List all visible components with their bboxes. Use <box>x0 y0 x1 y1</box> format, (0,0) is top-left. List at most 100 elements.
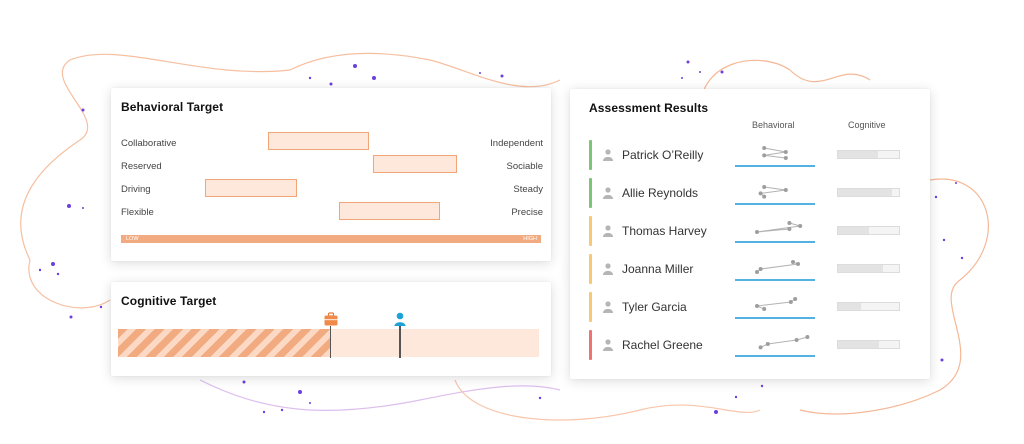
sparkline-point <box>762 146 767 150</box>
trait-right-label: Steady <box>513 184 543 195</box>
scale-high-label: HIGH <box>523 236 537 242</box>
sparkline-point <box>758 191 763 196</box>
sparkline-point <box>798 224 803 228</box>
user-icon <box>603 263 613 275</box>
candidate-name[interactable]: Allie Reynolds <box>622 186 699 200</box>
sparkline-point <box>755 230 759 234</box>
sparkline-path <box>759 186 786 197</box>
sparkline-point <box>805 335 810 339</box>
cognitive-score-fill <box>838 227 869 234</box>
trait-left-label: Collaborative <box>121 138 177 149</box>
sparkline-point <box>788 300 793 304</box>
sparkline-point <box>787 227 792 231</box>
cognitive-score-fill <box>838 341 880 348</box>
person-marker-icon[interactable] <box>393 312 407 326</box>
cognitive-score-bar <box>837 188 900 197</box>
status-indicator <box>589 330 592 360</box>
status-indicator <box>589 292 592 322</box>
cognitive-target-title: Cognitive Target <box>121 294 217 308</box>
sparkline-point <box>758 345 763 350</box>
trait-range-box[interactable] <box>339 202 441 220</box>
cognitive-score-fill <box>838 303 862 310</box>
trait-right-label: Sociable <box>506 161 543 172</box>
sparkline-point <box>783 150 788 154</box>
sparkline-point <box>765 342 770 346</box>
cognitive-score-fill <box>838 265 884 272</box>
person-marker-line <box>399 326 401 358</box>
sparkline-point <box>762 307 767 311</box>
sparkline-point <box>758 267 763 271</box>
cognitive-score-bar <box>837 340 900 349</box>
cognitive-score-bar <box>837 226 900 235</box>
sparkline-point <box>794 338 799 342</box>
briefcase-icon[interactable] <box>324 312 338 326</box>
behavioral-sparkline <box>735 221 815 243</box>
sparkline-path <box>756 261 801 273</box>
trait-range-box[interactable] <box>268 132 369 150</box>
user-icon <box>603 149 613 161</box>
scale-low-label: LOW <box>126 236 139 242</box>
result-row[interactable]: Thomas Harvey <box>589 216 919 246</box>
sparkline-point <box>755 304 759 308</box>
user-icon <box>603 225 613 237</box>
result-row[interactable]: Joanna Miller <box>589 254 919 284</box>
sparkline-point <box>791 260 795 264</box>
sparkline-path <box>756 222 801 233</box>
trait-range-box[interactable] <box>205 179 298 197</box>
sparkline-point <box>762 185 767 189</box>
cognitive-target-card: Cognitive Target <box>111 282 551 376</box>
sparkline-point <box>783 188 788 192</box>
behavioral-sparkline <box>735 146 815 167</box>
result-row[interactable]: Rachel Greene <box>589 330 919 360</box>
behavioral-column-header: Behavioral <box>752 120 795 130</box>
user-icon <box>603 187 613 199</box>
trait-right-label: Precise <box>511 207 543 218</box>
trait-right-label: Independent <box>490 138 543 149</box>
status-indicator <box>589 254 592 284</box>
trait-left-label: Reserved <box>121 161 162 172</box>
low-high-scale-bar: LOW HIGH <box>121 235 541 243</box>
sparkline-point <box>762 153 767 158</box>
candidate-name[interactable]: Thomas Harvey <box>622 224 707 238</box>
trait-left-label: Flexible <box>121 207 154 218</box>
cognitive-score-bar <box>837 150 900 159</box>
cognitive-score-fill <box>838 151 879 158</box>
assessment-results-card: Assessment Results Behavioral Cognitive … <box>570 89 930 379</box>
behavioral-sparkline <box>735 297 815 319</box>
candidate-name[interactable]: Patrick O’Reilly <box>622 148 704 162</box>
sparkline-point <box>796 262 801 266</box>
user-icon <box>603 301 613 313</box>
trait-left-label: Driving <box>121 184 151 195</box>
result-row[interactable]: Allie Reynolds <box>589 178 919 208</box>
result-row[interactable]: Patrick O’Reilly <box>589 140 919 170</box>
assessment-results-title: Assessment Results <box>589 101 709 115</box>
status-indicator <box>589 216 592 246</box>
candidate-name[interactable]: Rachel Greene <box>622 338 703 352</box>
job-marker-line <box>329 326 332 358</box>
cognitive-score-bar <box>837 264 900 273</box>
sparkline-point <box>755 270 759 274</box>
behavioral-sparkline <box>735 335 815 357</box>
behavioral-target-title: Behavioral Target <box>121 100 224 114</box>
sparkline-path <box>755 298 796 310</box>
sparkline-path <box>760 336 808 348</box>
candidate-name[interactable]: Tyler Garcia <box>622 300 687 314</box>
trait-range-box[interactable] <box>373 155 457 173</box>
behavioral-sparkline <box>735 185 815 205</box>
sparkline-point <box>787 221 792 225</box>
candidate-name[interactable]: Joanna Miller <box>622 262 694 276</box>
sparkline-point <box>783 156 788 160</box>
user-icon <box>603 339 613 351</box>
behavioral-sparkline <box>735 260 815 281</box>
sparkline-point <box>793 297 798 301</box>
cognitive-scale-track <box>118 329 539 357</box>
status-indicator <box>589 140 592 170</box>
cognitive-column-header: Cognitive <box>848 120 886 130</box>
sparkline-point <box>762 194 767 199</box>
cognitive-score-fill <box>838 189 892 196</box>
result-row[interactable]: Tyler Garcia <box>589 292 919 322</box>
behavioral-target-card: Behavioral Target Collaborative Independ… <box>111 88 551 261</box>
status-indicator <box>589 178 592 208</box>
sparkline-path <box>764 147 786 159</box>
